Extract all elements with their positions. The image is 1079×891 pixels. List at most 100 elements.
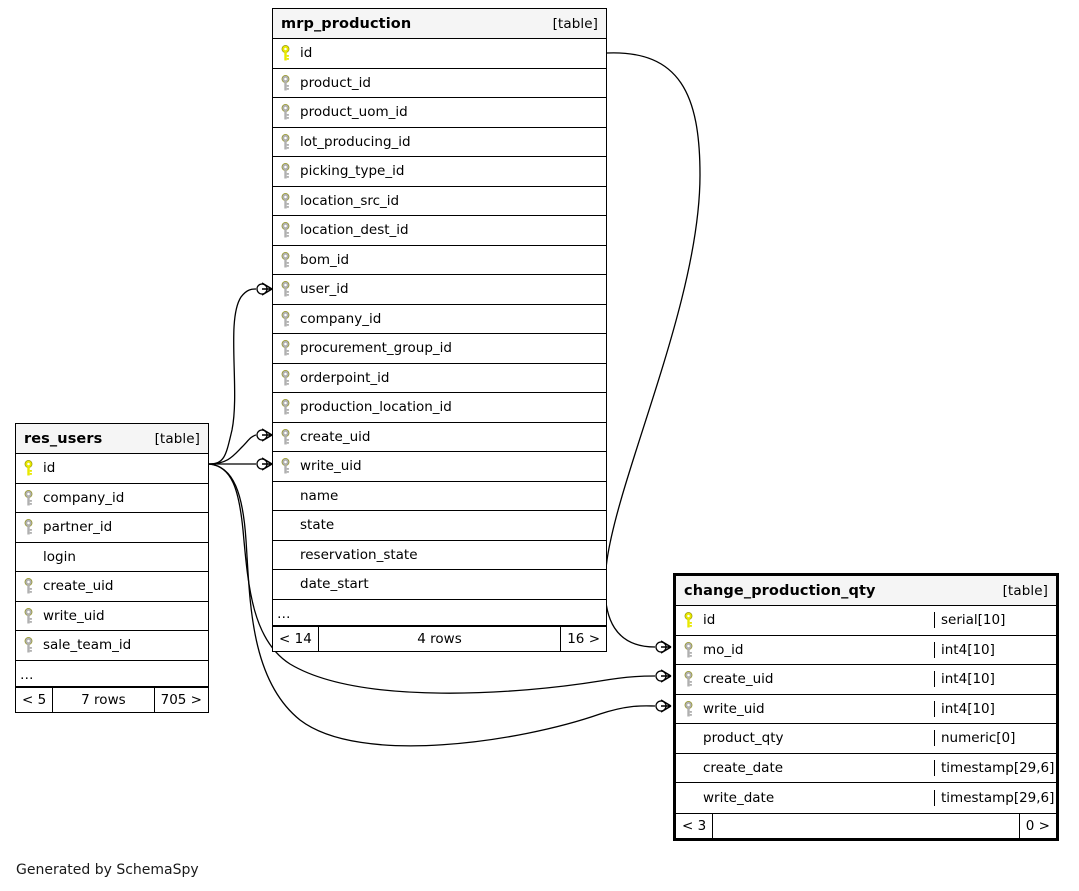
column-row[interactable]: lot_producing_id <box>273 127 606 157</box>
column-name-cell: mo_id <box>676 642 934 658</box>
column-name-cell: create_date <box>676 760 934 776</box>
column-name: bom_id <box>300 251 350 268</box>
column-row[interactable]: create_uid <box>16 572 208 602</box>
column-row[interactable]: company_id <box>16 483 208 513</box>
column-row[interactable]: partner_id <box>16 513 208 543</box>
column-row[interactable]: production_location_id <box>273 393 606 423</box>
table-footer-res_users: < 5 7 rows 705 > <box>16 686 208 712</box>
no-key-spacer <box>280 488 299 504</box>
column-name: write_date <box>703 789 775 806</box>
children-count[interactable]: 16 > <box>567 630 600 647</box>
foreign-key-icon <box>280 133 299 150</box>
children-count[interactable]: 705 > <box>160 691 202 708</box>
column-row[interactable]: procurement_group_id <box>273 334 606 364</box>
zero-or-many-circle <box>256 458 268 470</box>
parents-count[interactable]: < 14 <box>279 630 312 647</box>
column-name-cell: sale_team_id <box>16 637 208 653</box>
zero-or-many-circle <box>655 670 667 682</box>
column-name: reservation_state <box>300 546 418 563</box>
res-users-id-to-mrp-production-write-uid-endpoint <box>256 457 273 471</box>
column-row[interactable]: id <box>273 39 606 69</box>
table-footer-change_production_qty: < 3 0 > <box>676 812 1056 838</box>
column-name-cell: partner_id <box>16 519 208 535</box>
table-title: change_production_qty <box>684 582 876 599</box>
column-name-cell: id <box>676 612 934 628</box>
column-row[interactable]: user_id <box>273 275 606 305</box>
column-row[interactable]: write_uid <box>16 601 208 631</box>
column-row[interactable]: id <box>16 454 208 484</box>
column-row[interactable]: create_uid <box>273 422 606 452</box>
column-row[interactable]: bom_id <box>273 245 606 275</box>
foreign-key-icon <box>280 163 299 179</box>
row-count: 7 rows <box>52 687 155 712</box>
res-users-id-to-change-production-qty-write-uid-endpoint <box>655 699 672 713</box>
column-row[interactable]: date_start <box>273 570 606 600</box>
column-row[interactable]: reservation_state <box>273 540 606 570</box>
column-row[interactable]: product_id <box>273 68 606 98</box>
column-row[interactable]: orderpoint_id <box>273 363 606 393</box>
column-row[interactable]: sale_team_id <box>16 631 208 661</box>
column-name: sale_team_id <box>43 637 132 654</box>
more-columns-ellipsis[interactable]: … <box>16 660 208 687</box>
foreign-key-icon <box>23 637 42 653</box>
column-row[interactable]: write_date timestamp[29,6] <box>676 783 1056 813</box>
zero-or-many-circle <box>256 283 268 295</box>
column-row[interactable]: company_id <box>273 304 606 334</box>
more-columns-ellipsis[interactable]: … <box>273 599 606 626</box>
column-name-cell: lot_producing_id <box>273 134 606 150</box>
res-users-id-to-mrp-production-create-uid-endpoint <box>256 428 273 442</box>
zero-or-many-circle <box>256 429 268 441</box>
column-name: lot_producing_id <box>300 133 411 150</box>
column-name: mo_id <box>703 641 744 658</box>
foreign-key-icon <box>23 607 42 624</box>
column-row[interactable]: picking_type_id <box>273 157 606 187</box>
column-name: write_uid <box>43 607 105 624</box>
column-type: timestamp[29,6] <box>934 789 1056 806</box>
column-name: location_src_id <box>300 192 400 209</box>
children-count[interactable]: 0 > <box>1025 817 1050 834</box>
parents-count[interactable]: < 3 <box>682 817 707 834</box>
column-name: state <box>300 517 335 534</box>
res-users-id-to-change-production-qty-create-uid-endpoint <box>655 669 672 683</box>
column-name: product_id <box>300 74 371 91</box>
foreign-key-icon <box>280 428 299 445</box>
column-name: company_id <box>300 310 382 327</box>
column-name: location_dest_id <box>300 222 409 239</box>
column-row[interactable]: write_uid <box>273 452 606 482</box>
column-name: write_uid <box>703 700 765 717</box>
schemaspy-credit: Generated by SchemaSpy <box>16 862 199 878</box>
column-row[interactable]: name <box>273 481 606 511</box>
column-name: procurement_group_id <box>300 340 452 357</box>
column-name-cell: location_src_id <box>273 193 606 209</box>
column-row[interactable]: location_src_id <box>273 186 606 216</box>
column-name-cell: procurement_group_id <box>273 340 606 356</box>
column-name-cell: id <box>16 460 208 476</box>
crows-foot <box>261 457 273 471</box>
column-name-cell: product_qty <box>676 730 934 746</box>
column-name-cell: production_location_id <box>273 399 606 415</box>
column-row[interactable]: location_dest_id <box>273 216 606 246</box>
column-name-cell: picking_type_id <box>273 163 606 179</box>
column-row[interactable]: login <box>16 542 208 572</box>
row-count <box>712 813 1020 838</box>
crows-foot <box>660 640 672 654</box>
column-name: production_location_id <box>300 399 452 416</box>
column-row[interactable]: product_uom_id <box>273 98 606 128</box>
column-name-cell: name <box>273 488 606 504</box>
column-name-cell: login <box>16 549 208 565</box>
column-row[interactable]: state <box>273 511 606 541</box>
column-type: numeric[0] <box>934 730 1056 747</box>
parents-count[interactable]: < 5 <box>22 691 47 708</box>
column-name-cell: create_uid <box>273 429 606 445</box>
